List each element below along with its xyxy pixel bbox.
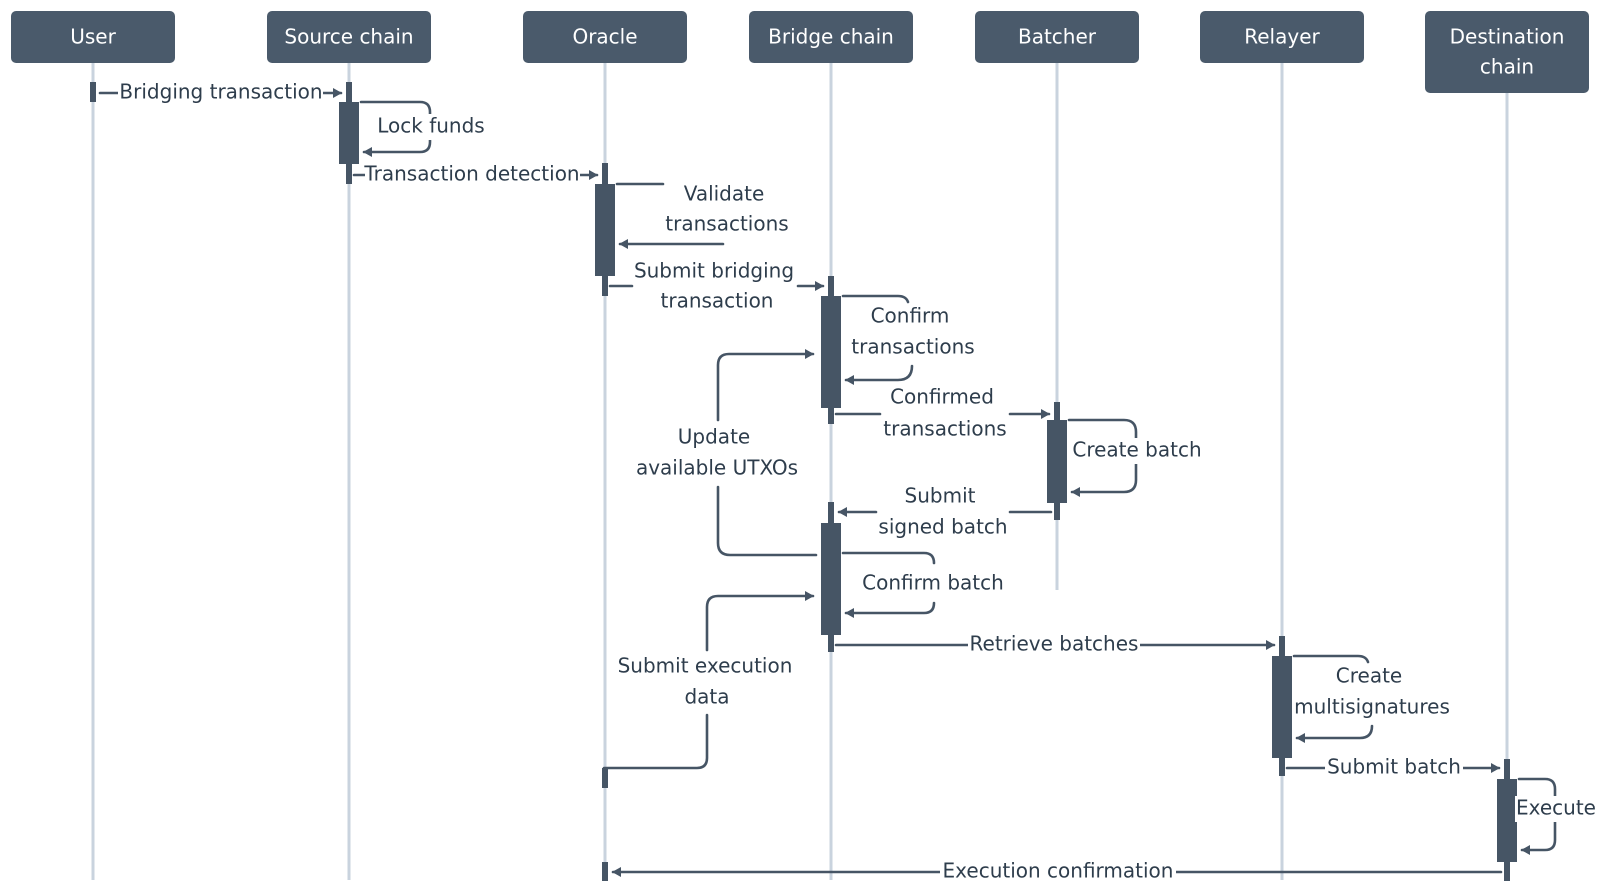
label-confirm-batch: Confirm batch (862, 571, 1004, 595)
label-create-multisignatures-2: multisignatures (1294, 695, 1450, 719)
arrow-update-utxos-bottom (716, 485, 818, 557)
activation-destination-inner (1497, 779, 1517, 862)
activation-bridge-inner-1 (821, 296, 841, 408)
activation-batcher-inner (1047, 420, 1067, 503)
svg-text:Relayer: Relayer (1244, 25, 1320, 49)
arrow-validate-transactions (617, 182, 725, 244)
label-transaction-detection: Transaction detection (363, 162, 579, 186)
activation-oracle-end (602, 862, 608, 881)
label-create-multisignatures-1: Create (1336, 664, 1402, 688)
activation-user (90, 82, 96, 102)
label-submit-batch: Submit batch (1327, 755, 1461, 779)
participant-source-chain: Source chain (267, 11, 431, 63)
svg-text:Bridge chain: Bridge chain (768, 25, 894, 49)
label-bg-retrieve-batches (968, 632, 1140, 658)
label-bg-create-batch (1073, 438, 1203, 464)
svg-text:Source chain: Source chain (284, 25, 413, 49)
activation-relayer-inner (1272, 656, 1292, 758)
activation-bridge-inner-2 (821, 523, 841, 635)
svg-text:User: User (70, 25, 116, 49)
label-submit-exec-data-2: data (684, 685, 729, 709)
label-bg-transaction-detection (365, 162, 580, 188)
label-update-utxos-1: Update (678, 425, 750, 449)
activation-oracle-exec-data (602, 768, 608, 788)
label-execution-confirmation: Execution confirmation (943, 859, 1174, 883)
arrow-submit-exec-data-top (705, 591, 815, 652)
label-bg-confirm-batch (860, 571, 1006, 597)
label-submit-exec-data-1: Submit execution (618, 654, 793, 678)
label-confirmed-transactions-1: Confirmed (890, 385, 994, 409)
label-bg-bridging-transaction (118, 80, 323, 106)
label-submit-signed-batch-2: signed batch (878, 515, 1007, 539)
svg-text:chain: chain (1480, 55, 1534, 79)
participant-bridge-chain: Bridge chain (749, 11, 913, 63)
label-confirm-transactions-1: Confirm (871, 304, 950, 328)
label-bg-execute (1515, 796, 1597, 822)
label-update-utxos-2: available UTXOs (636, 456, 798, 480)
label-bridging-transaction: Bridging transaction (119, 80, 322, 104)
label-confirmed-transactions-2: transactions (883, 417, 1006, 441)
label-lock-funds: Lock funds (377, 114, 484, 138)
label-validate-transactions-2: transactions (665, 212, 788, 236)
participant-relayer: Relayer (1200, 11, 1364, 63)
label-execute: Execute (1516, 796, 1596, 820)
svg-text:Batcher: Batcher (1018, 25, 1097, 49)
arrow-confirm-transactions (843, 294, 914, 380)
arrow-confirm-batch (843, 551, 936, 613)
activation-source-inner (339, 102, 359, 164)
label-create-batch: Create batch (1072, 438, 1201, 462)
participant-destination-chain: Destination chain (1425, 11, 1589, 93)
label-submit-bridging-1: Submit bridging (634, 259, 794, 283)
label-bg-lock-funds (376, 114, 486, 140)
participant-user: User (11, 11, 175, 63)
participant-batcher: Batcher (975, 11, 1139, 63)
arrow-create-multisignatures (1294, 654, 1374, 738)
label-bg-submit-batch (1325, 755, 1463, 781)
label-confirm-transactions-2: transactions (851, 335, 974, 359)
label-retrieve-batches: Retrieve batches (970, 632, 1139, 656)
participant-oracle: Oracle (523, 11, 687, 63)
svg-text:Oracle: Oracle (572, 25, 637, 49)
label-validate-transactions-1: Validate (684, 182, 765, 206)
label-submit-bridging-2: transaction (661, 289, 774, 313)
label-bg-execution-confirmation (940, 859, 1176, 885)
label-submit-signed-batch-1: Submit (905, 484, 976, 508)
activation-oracle-inner (595, 184, 615, 276)
svg-text:Destination: Destination (1450, 25, 1565, 49)
arrow-submit-exec-data-bottom (602, 713, 709, 770)
arrow-update-utxos-top (716, 349, 815, 422)
